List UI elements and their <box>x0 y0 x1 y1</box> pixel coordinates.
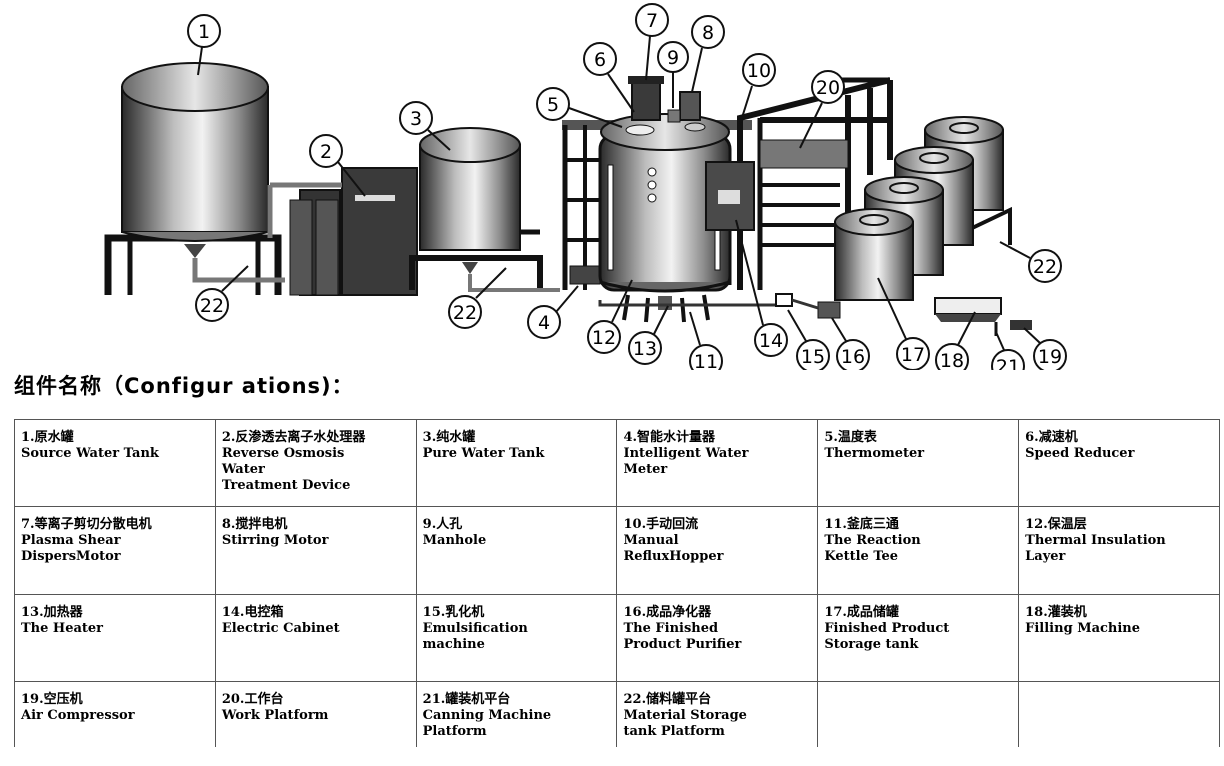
table-cell: 7.等离子剪切分散电机 Plasma Shear DispersMotor <box>14 506 216 595</box>
table-cell: 5.温度表 Thermometer <box>817 418 1020 508</box>
table-cell <box>817 680 1020 747</box>
callout-6: 6 <box>583 42 635 113</box>
callout-2: 2 <box>309 134 366 197</box>
svg-text:1: 1 <box>198 21 210 43</box>
filling-machine <box>934 297 1032 336</box>
callout-12: 12 <box>587 279 633 354</box>
callout-18: 18 <box>935 311 976 370</box>
table-cell: 20.工作台 Work Platform <box>214 680 417 747</box>
svg-text:18: 18 <box>940 350 964 370</box>
svg-text:8: 8 <box>702 22 714 44</box>
svg-text:19: 19 <box>1038 346 1062 368</box>
finished-product-tanks <box>834 116 1012 301</box>
table-cell: 22.储料罐平台 Material Storage tank Platform <box>616 680 819 747</box>
table-cell: 13.加热器 The Heater <box>14 593 216 682</box>
callout-4: 4 <box>527 285 579 339</box>
reverse-osmosis-unit <box>267 167 418 296</box>
pure-water-tank <box>409 127 560 292</box>
svg-text:22: 22 <box>453 302 477 324</box>
callout-22-middle: 22 <box>448 267 507 329</box>
component-table: 1.原水罐 Source Water Tank 2.反渗透去离子水处理器 Rev… <box>14 418 1220 747</box>
svg-text:22: 22 <box>200 295 224 317</box>
table-cell: 12.保温层 Thermal Insulation Layer <box>1018 506 1220 595</box>
callout-9: 9 <box>657 41 689 108</box>
table-cell: 19.空压机 Air Compressor <box>14 680 216 747</box>
table-row: 13.加热器 The Heater 14.电控箱 Electric Cabine… <box>14 593 1220 682</box>
callout-13: 13 <box>628 305 669 365</box>
table-cell: 8.搅拌电机 Stirring Motor <box>214 506 417 595</box>
svg-text:10: 10 <box>747 60 771 82</box>
svg-text:16: 16 <box>841 346 865 368</box>
table-cell: 18.灌装机 Filling Machine <box>1018 593 1220 682</box>
table-cell: 10.手动回流 Manual RefluxHopper <box>616 506 819 595</box>
table-cell: 4.智能水计量器 Intelligent Water Meter <box>616 418 819 508</box>
svg-text:17: 17 <box>901 344 925 366</box>
table-cell: 11.釜底三通 The Reaction Kettle Tee <box>817 506 1020 595</box>
svg-text:6: 6 <box>594 49 606 71</box>
table-cell: 6.减速机 Speed Reducer <box>1018 418 1220 508</box>
table-cell: 1.原水罐 Source Water Tank <box>14 418 216 508</box>
configurations-heading: 组件名称（Configur ations)： <box>14 374 354 398</box>
table-cell: 17.成品储罐 Finished Product Storage tank <box>817 593 1020 682</box>
svg-text:5: 5 <box>547 94 559 116</box>
svg-text:4: 4 <box>538 312 550 334</box>
callout-10: 10 <box>739 53 776 125</box>
callout-22-left: 22 <box>195 265 249 322</box>
table-cell: 21.罐装机平台 Canning Machine Platform <box>415 680 618 747</box>
table-row: 19.空压机 Air Compressor 20.工作台 Work Platfo… <box>14 680 1220 747</box>
equipment-diagram: 1 2 3 4 5 6 7 8 9 10 11 12 13 14 15 16 1… <box>104 3 1067 370</box>
svg-text:3: 3 <box>410 108 422 130</box>
table-cell: 14.电控箱 Electric Cabinet <box>214 593 417 682</box>
table-row: 7.等离子剪切分散电机 Plasma Shear DispersMotor 8.… <box>14 506 1220 595</box>
callout-7: 7 <box>635 3 669 81</box>
callout-5: 5 <box>536 87 623 128</box>
callout-16: 16 <box>831 317 870 370</box>
electric-cabinet <box>705 161 755 285</box>
svg-text:12: 12 <box>592 327 616 349</box>
callout-22-right: 22 <box>999 241 1062 283</box>
callout-21: 21 <box>991 331 1025 370</box>
svg-text:13: 13 <box>633 338 657 360</box>
table-cell: 3.纯水罐 Pure Water Tank <box>415 418 618 508</box>
svg-text:20: 20 <box>816 77 840 99</box>
callout-11: 11 <box>689 311 723 370</box>
callout-17: 17 <box>877 277 930 370</box>
table-cell: 15.乳化机 Emulsification machine <box>415 593 618 682</box>
svg-text:2: 2 <box>320 141 332 163</box>
svg-text:14: 14 <box>759 330 783 352</box>
callout-19: 19 <box>1023 327 1067 370</box>
svg-text:21: 21 <box>996 356 1020 370</box>
table-cell: 2.反渗透去离子水处理器 Reverse Osmosis Water Treat… <box>214 418 417 508</box>
callout-20: 20 <box>799 70 845 149</box>
table-cell: 16.成品净化器 The Finished Product Purifier <box>616 593 819 682</box>
table-cell: 9.人孔 Manhole <box>415 506 618 595</box>
callout-8: 8 <box>691 15 725 93</box>
callout-1: 1 <box>187 14 221 76</box>
svg-text:9: 9 <box>667 47 679 69</box>
callout-15: 15 <box>787 309 830 370</box>
svg-text:15: 15 <box>801 346 825 368</box>
source-water-tank <box>104 62 285 295</box>
callout-14: 14 <box>735 219 788 357</box>
pipeline <box>598 293 841 319</box>
table-row: 1.原水罐 Source Water Tank 2.反渗透去离子水处理器 Rev… <box>14 418 1220 508</box>
callout-3: 3 <box>399 101 451 151</box>
svg-text:11: 11 <box>694 351 718 370</box>
table-cell <box>1018 680 1220 747</box>
svg-text:7: 7 <box>646 10 658 32</box>
svg-text:22: 22 <box>1033 256 1057 278</box>
